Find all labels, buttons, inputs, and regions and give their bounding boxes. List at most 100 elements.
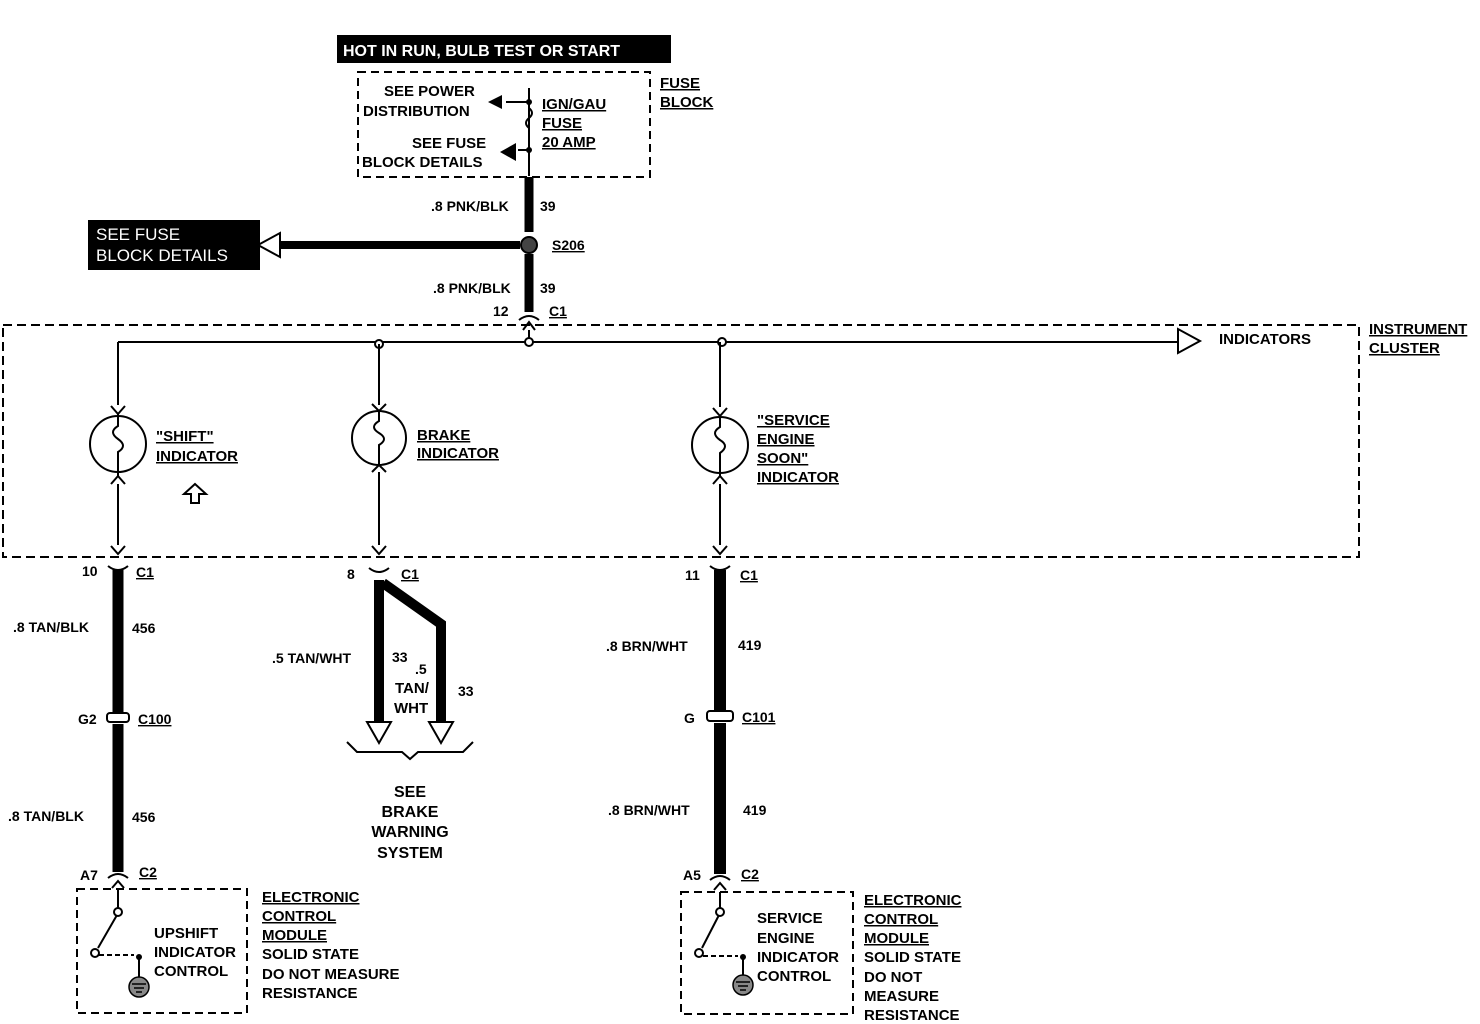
feed-pin: 12 [493, 303, 509, 319]
connector-c1-top [518, 315, 540, 321]
see-fuse-block-details-2: BLOCK DETAILS [362, 154, 483, 171]
arrow-icon [255, 231, 281, 259]
brake-see-label-4: SYSTEM [377, 845, 443, 862]
left-ecm-label-5: DO NOT MEASURE [262, 966, 400, 983]
brake-pin-c1: 8 [347, 566, 355, 582]
right-conn-mid: C101 [742, 709, 776, 725]
ses-indicator-label-3: SOON" [757, 450, 808, 467]
left-conn-c2: C2 [139, 864, 157, 880]
right-ecm-label-5: DO NOT [864, 969, 922, 986]
right-conn-c1: C1 [740, 567, 758, 583]
brake-wire-b: .5 [415, 661, 427, 677]
switch-icon [97, 914, 118, 949]
see-power-distribution: SEE POWER [384, 83, 475, 100]
switch-icon [701, 914, 720, 949]
feed-circuit-bottom: 39 [540, 280, 556, 296]
instrument-cluster: INSTRUMENT CLUSTER INDICATORS "SHIFT" IN… [2, 321, 1467, 558]
arrow-icon [365, 721, 393, 746]
feed-circuit: .8 PNK/BLK 39 S206 SEE FUSE BLOCK DETAIL… [88, 177, 585, 331]
left-wire-2: .8 TAN/BLK [8, 808, 84, 824]
see-fuse-block-details: SEE FUSE [412, 135, 486, 152]
brake-see-label: SEE [394, 784, 426, 801]
fuse-block-title-2: BLOCK [660, 94, 713, 111]
power-header-box [337, 35, 671, 63]
left-ecm-label-4: SOLID STATE [262, 946, 359, 963]
fuse-name: IGN/GAU [542, 96, 606, 113]
feed-wire-bottom: .8 PNK/BLK [433, 280, 511, 296]
right-pin-mid: G [684, 710, 695, 726]
right-wire-1: .8 BRN/WHT [606, 638, 688, 654]
feed-connector: C1 [549, 303, 567, 319]
brake-conn-c1: C1 [401, 566, 419, 582]
ses-module-label: SERVICE [757, 910, 823, 927]
connector-c1-right [709, 565, 731, 571]
right-ecm-label: ELECTRONIC [864, 892, 962, 909]
fuse-block-outline [357, 71, 651, 178]
brake-circuit-b: 33 [458, 683, 474, 699]
right-circuit-2: 419 [743, 802, 767, 818]
right-ecm-label-3: MODULE [864, 930, 929, 947]
connector-c2-left [107, 873, 129, 879]
ses-module-label-3: INDICATOR [757, 949, 839, 966]
left-circuit-2: 456 [132, 809, 156, 825]
splice-label: S206 [552, 237, 585, 253]
connector-c100 [106, 712, 130, 723]
left-conn-c1: C1 [136, 564, 154, 580]
brake-circuit: 8 C1 .5 TAN/WHT 33 .5 TAN/ WHT 33 SEE BR… [272, 566, 474, 862]
connector-c1-left [107, 565, 129, 571]
upshift-module-outline [76, 888, 248, 1014]
shift-circuit: 10 C1 .8 TAN/BLK 456 G2 C100 .8 TAN/BLK … [8, 563, 400, 1014]
brake-circuit-a: 33 [392, 649, 408, 665]
see-fuse-box-label-2: BLOCK DETAILS [96, 246, 228, 265]
see-power-distribution-2: DISTRIBUTION [363, 103, 470, 120]
brake-wire-b-3: WHT [394, 700, 428, 717]
ses-indicator-label: "SERVICE [757, 412, 830, 429]
ses-indicator-label-4: INDICATOR [757, 469, 839, 486]
feed-circuit-top: 39 [540, 198, 556, 214]
ground-icon [128, 976, 150, 998]
power-header: HOT IN RUN, BULB TEST OR START [337, 35, 671, 63]
left-pin-mid: G2 [78, 711, 97, 727]
arrow-icon [1177, 327, 1203, 355]
power-header-label: HOT IN RUN, BULB TEST OR START [343, 43, 620, 60]
cluster-title-2: CLUSTER [1369, 340, 1440, 357]
brace-icon [346, 741, 474, 761]
brake-see-label-2: BRAKE [382, 804, 439, 821]
brake-indicator-label-2: INDICATOR [417, 445, 499, 462]
brake-see-label-3: WARNING [371, 824, 448, 841]
arrow-icon [488, 95, 502, 109]
left-circuit-1: 456 [132, 620, 156, 636]
right-ecm-label-6: MEASURE [864, 988, 939, 1005]
upshift-module-label-3: CONTROL [154, 963, 228, 980]
see-fuse-box-label: SEE FUSE [96, 225, 180, 244]
left-ecm-label: ELECTRONIC [262, 889, 360, 906]
right-pin-c1: 11 [685, 567, 700, 583]
brake-wire-b-2: TAN/ [395, 680, 430, 697]
fuse-block: FUSE BLOCK SEE POWER DISTRIBUTION SEE FU… [357, 71, 713, 178]
right-ecm-label-2: CONTROL [864, 911, 938, 928]
indicators-label: INDICATORS [1219, 331, 1311, 348]
cluster-title: INSTRUMENT [1369, 321, 1467, 338]
fuse-icon [525, 107, 533, 129]
fuse-rating: 20 AMP [542, 134, 596, 151]
upshift-arrow-icon [181, 482, 209, 504]
right-ecm-label-7: RESISTANCE [864, 1007, 960, 1024]
left-pin-c1: 10 [82, 563, 98, 579]
ses-module-outline [680, 891, 854, 1015]
connector-c2-right [709, 875, 731, 881]
instrument-cluster-outline [2, 324, 1360, 558]
upshift-module-label: UPSHIFT [154, 925, 218, 942]
arrow-icon [500, 143, 516, 161]
ses-module-label-4: CONTROL [757, 968, 831, 985]
arrow-icon [427, 721, 455, 746]
ses-module-label-2: ENGINE [757, 930, 815, 947]
shift-indicator-label-2: INDICATOR [156, 448, 238, 465]
connector-c1-brake [368, 567, 390, 573]
left-conn-mid: C100 [138, 711, 172, 727]
right-circuit-1: 419 [738, 637, 762, 653]
ground-icon [732, 974, 754, 996]
connector-c101 [706, 710, 734, 722]
right-wire-2: .8 BRN/WHT [608, 802, 690, 818]
see-fuse-box [88, 220, 260, 270]
